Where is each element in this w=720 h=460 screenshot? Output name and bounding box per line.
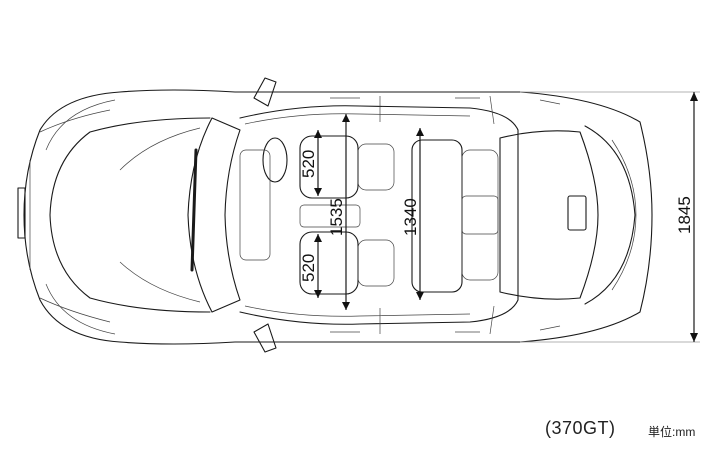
- cabin: [239, 105, 519, 325]
- left-mirror: [253, 77, 277, 107]
- model-label: (370GT): [545, 418, 616, 438]
- hood: [49, 117, 211, 313]
- right-mirror: [253, 323, 277, 353]
- trunk-lid: [584, 125, 636, 305]
- steering-wheel: [262, 137, 288, 183]
- dimension-lines: [314, 91, 700, 343]
- dim-overall-width: 1845: [675, 196, 694, 234]
- rear-emblem: [567, 195, 587, 231]
- dim-rear-cabin-width: 1340: [401, 198, 420, 236]
- dim-seat-front-right: 520: [299, 254, 318, 282]
- dim-front-cabin-width: 1535: [327, 198, 346, 236]
- car-body: [17, 77, 653, 353]
- dim-seat-front-left: 520: [299, 150, 318, 178]
- windshield: [187, 117, 241, 313]
- rear-window: [499, 130, 599, 300]
- unit-label: 単位:mm: [648, 425, 696, 439]
- front-grille: [17, 187, 26, 239]
